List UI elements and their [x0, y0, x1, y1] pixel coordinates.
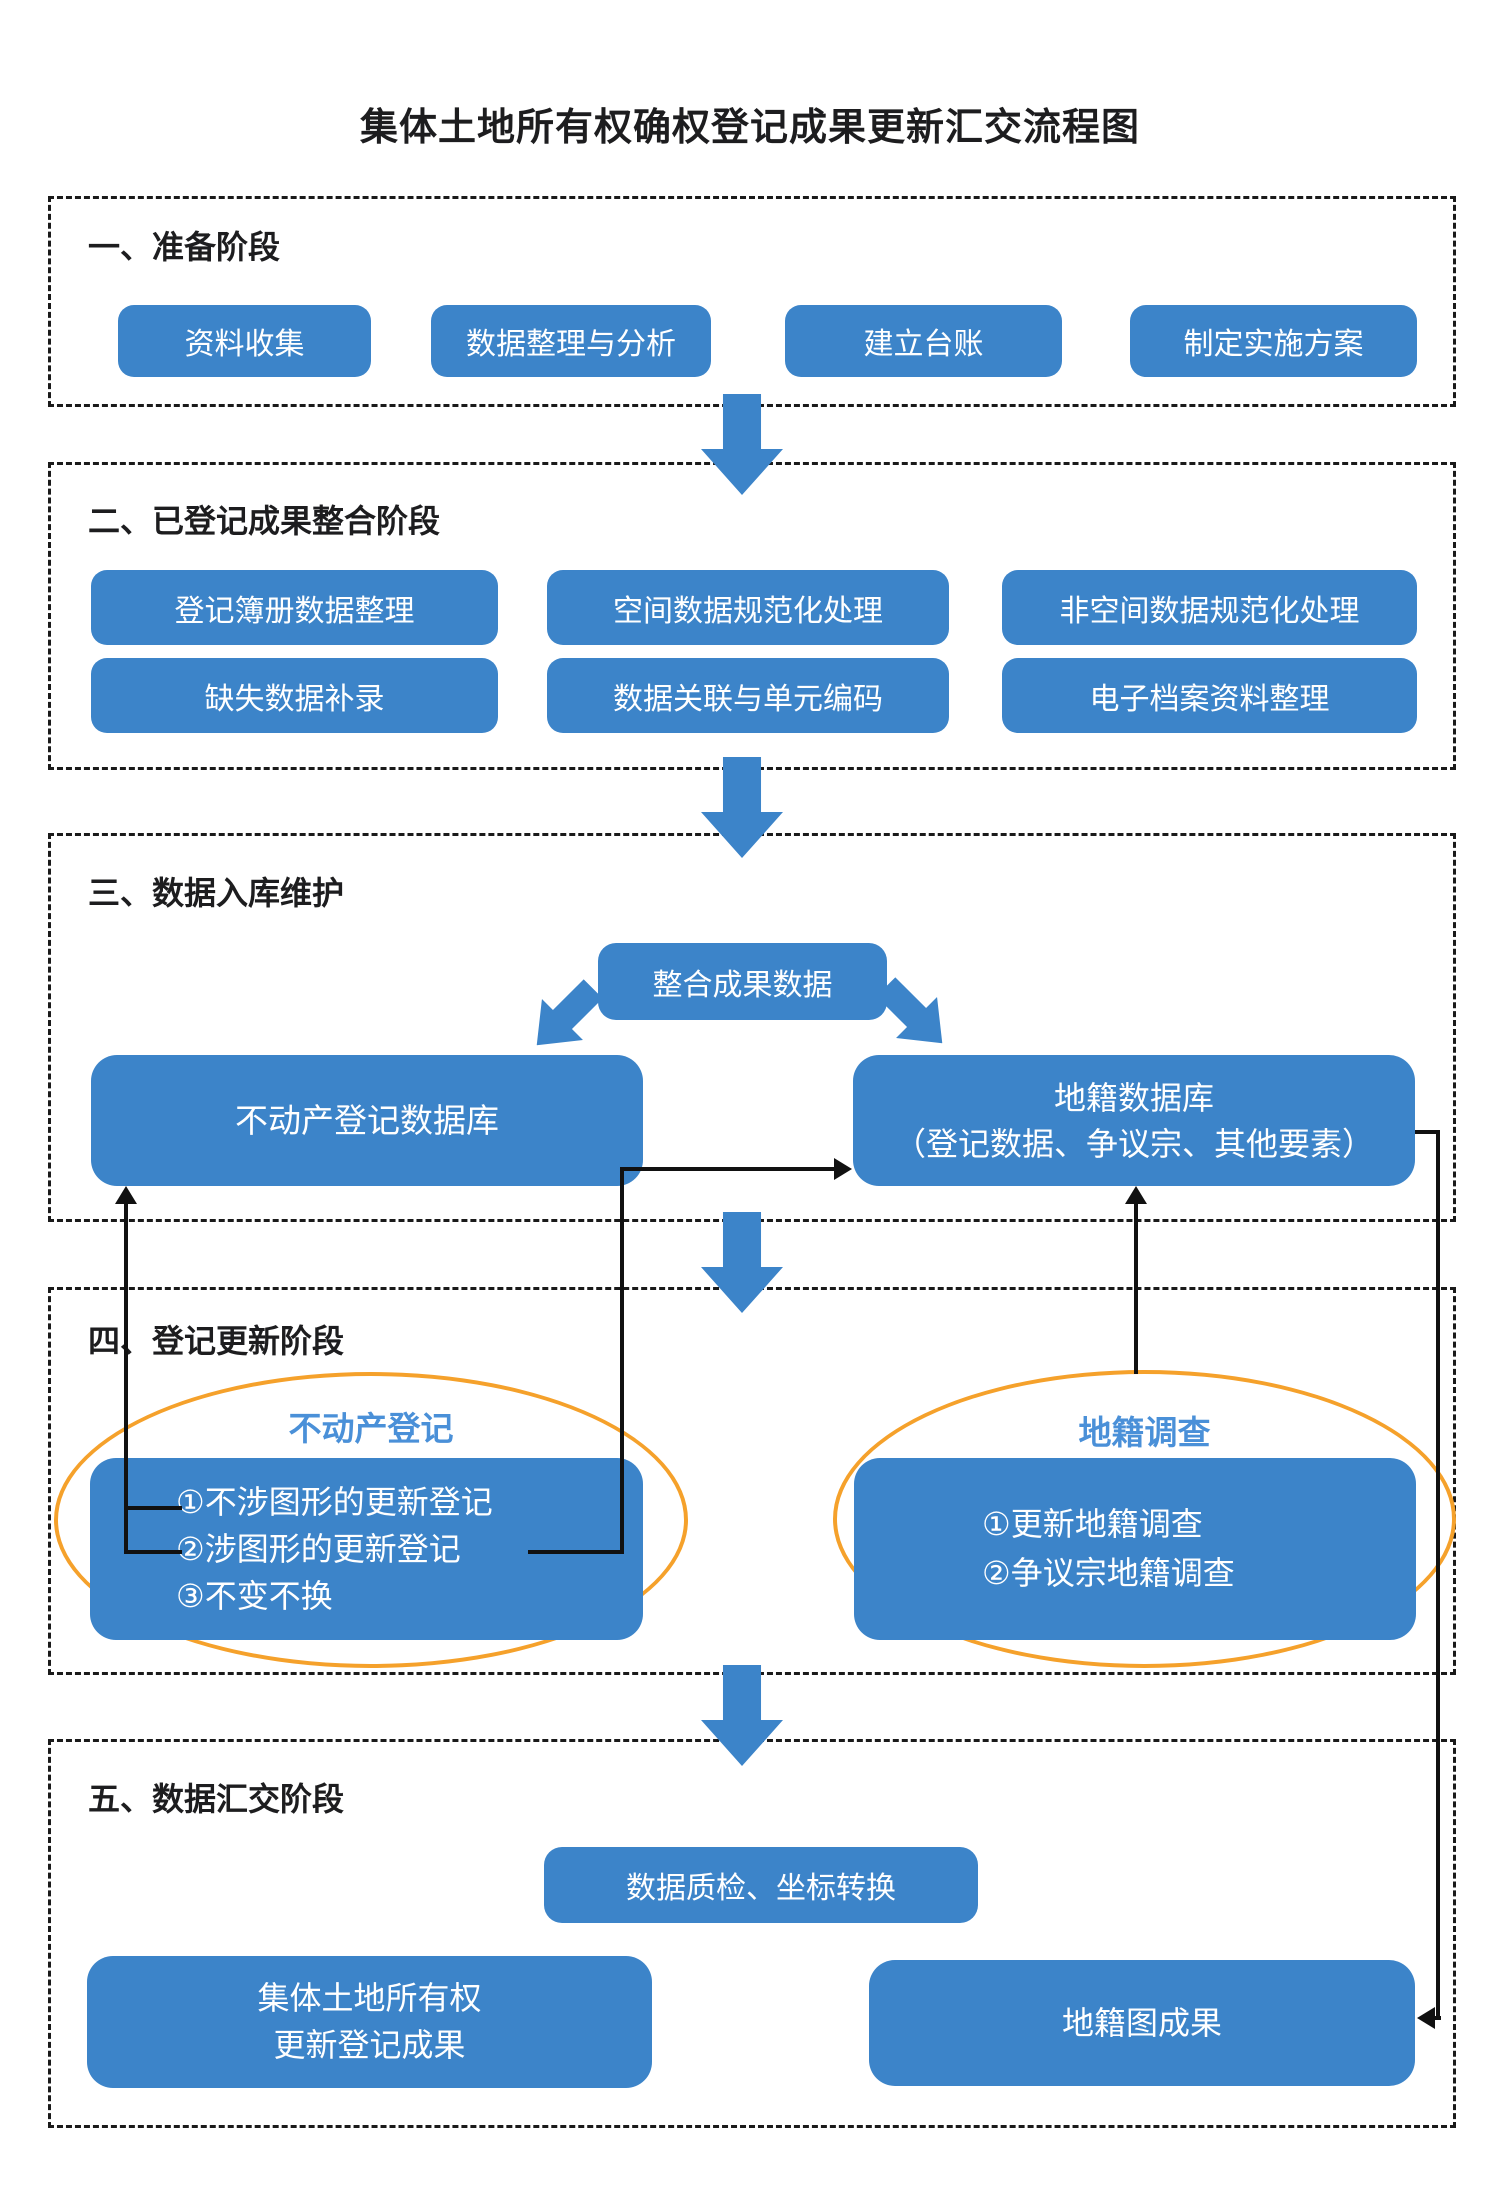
step-nonspatial-data-standardize: 非空间数据规范化处理: [1002, 570, 1417, 645]
realestate-registration-db: 不动产登记数据库: [91, 1055, 643, 1186]
connector-a-vertical: [124, 1204, 128, 1554]
cadastral-survey-item-2: ②争议宗地籍调查: [982, 1555, 1235, 1591]
connector-b-horizontal-bottom: [528, 1550, 624, 1554]
cadastral-db-label-line2: （登记数据、争议宗、其他要素）: [893, 1125, 1374, 1162]
step-missing-data-supplement: 缺失数据补录: [91, 658, 498, 733]
stage-2-label: 二、已登记成果整合阶段: [88, 503, 441, 539]
registration-update-item-3: ③不变不换: [176, 1577, 333, 1614]
stage-5-label: 五、数据汇交阶段: [88, 1781, 345, 1817]
step-data-organize-analysis: 数据整理与分析: [431, 305, 711, 377]
connector-d-arrowhead-left-icon: [1417, 2007, 1435, 2029]
stage-4-label: 四、登记更新阶段: [88, 1323, 345, 1359]
connector-c-vertical: [1134, 1204, 1138, 1374]
step-ledger-setup: 建立台账: [785, 305, 1062, 377]
registration-update-item-2: ②涉图形的更新登记: [176, 1530, 461, 1567]
cadastral-survey-item-1: ①更新地籍调查: [982, 1506, 1203, 1542]
page-title: 集体土地所有权确权登记成果更新汇交流程图: [359, 107, 1140, 149]
connector-a-arrowhead-up-icon: [115, 1186, 137, 1204]
connector-a-stub-item1: [124, 1506, 182, 1510]
connector-d-horizontal-bottom: [1433, 2016, 1441, 2020]
step-register-book-data: 登记簿册数据整理: [91, 570, 498, 645]
connector-b-arrowhead-right-icon: [834, 1158, 852, 1180]
cadastral-survey-title: 地籍调查: [1078, 1414, 1211, 1451]
collective-ownership-results-line2: 更新登记成果: [273, 2027, 466, 2063]
cadastral-survey-box: ①更新地籍调查 ②争议宗地籍调查: [854, 1458, 1416, 1640]
step-data-association-unit-coding: 数据关联与单元编码: [547, 658, 949, 733]
stage-1-label: 一、准备阶段: [88, 229, 281, 265]
qc-coordinate-box: 数据质检、坐标转换: [544, 1847, 978, 1923]
stage-3-label: 三、数据入库维护: [88, 875, 345, 911]
realestate-registration-title: 不动产登记: [288, 1410, 454, 1447]
connector-b-horizontal-top: [622, 1167, 836, 1171]
connector-a-stub-item2: [124, 1550, 182, 1554]
step-implementation-plan: 制定实施方案: [1130, 305, 1417, 377]
realestate-registration-db-label: 不动产登记数据库: [235, 1101, 499, 1139]
realestate-registration-ellipse: [54, 1372, 688, 1668]
connector-b-vertical: [620, 1167, 624, 1554]
collective-ownership-results-line1: 集体土地所有权: [257, 1980, 482, 2016]
cadastral-db-label-line1: 地籍数据库: [1053, 1079, 1214, 1116]
cadastral-map-results-box: 地籍图成果: [869, 1960, 1415, 2086]
connector-d-vertical: [1436, 1130, 1440, 2020]
cadastral-db: 地籍数据库 （登记数据、争议宗、其他要素）: [853, 1055, 1415, 1186]
step-spatial-data-standardize: 空间数据规范化处理: [547, 570, 949, 645]
connector-d-horizontal-top: [1415, 1130, 1440, 1134]
registration-update-item-1: ①不涉图形的更新登记: [176, 1483, 493, 1520]
step-material-collection: 资料收集: [118, 305, 371, 377]
connector-c-arrowhead-up-icon: [1125, 1186, 1147, 1204]
step-earchive-organize: 电子档案资料整理: [1002, 658, 1417, 733]
cadastral-survey-ellipse: [833, 1370, 1456, 1668]
cadastral-map-results-label: 地籍图成果: [1061, 2004, 1222, 2041]
integrated-results-box: 整合成果数据: [598, 943, 887, 1020]
registration-update-box: ①不涉图形的更新登记 ②涉图形的更新登记 ③不变不换: [90, 1458, 643, 1640]
collective-ownership-results-box: 集体土地所有权 更新登记成果: [87, 1956, 652, 2088]
